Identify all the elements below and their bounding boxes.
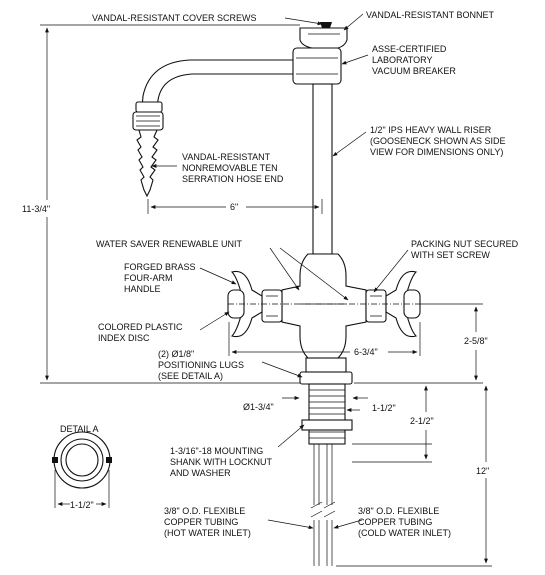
dim-handle-height: 2-5/8" [464,336,488,346]
label-handle: FORGED BRASS FOUR-ARM HANDLE [124,262,198,294]
locknut [301,419,353,431]
leader-lines [151,13,409,530]
label-hose-end: VANDAL-RESISTANT NONREMOVABLE TEN SERRAT… [182,152,284,184]
label-water-saver: WATER SAVER RENEWABLE UNIT [96,239,243,249]
dim-overall-height: 11-3/4" [22,204,50,214]
dim-handle-span: 6-3/4" [354,347,378,357]
dim-spout-reach: 6" [230,202,238,212]
riser-pipe [312,83,333,255]
label-detail-a: DETAIL A [60,424,99,434]
bonnet [299,27,348,49]
valve-body [281,253,367,359]
faucet-body [132,22,421,566]
gooseneck-spout [141,59,293,109]
dimension-lines [40,24,492,567]
label-hot-tubing: 3/8" O.D. FLEXIBLE COPPER TUBING (HOT WA… [164,506,251,538]
serrated-hose-end [136,129,159,198]
label-index-disc: COLORED PLASTIC INDEX DISC [98,322,185,343]
dim-shank-flat: 1-1/2" [372,403,396,413]
dim-tubing-length: 12" [476,466,489,476]
cover-screw [320,22,332,28]
label-riser: 1/2" IPS HEAVY WALL RISER (GOOSENECK SHO… [370,125,508,157]
label-packing-nut: PACKING NUT SECURED WITH SET SCREW [411,239,521,260]
label-mounting-shank: 1-3/16"-18 MOUNTING SHANK WITH LOCKNUT A… [170,446,274,478]
dim-shank-diameter: Ø1-3/4" [243,402,274,412]
copper-tubing [310,444,336,566]
vacuum-breaker [292,47,342,85]
detail-a-view [52,431,112,489]
label-cold-tubing: 3/8" O.D. FLEXIBLE COPPER TUBING (COLD W… [358,506,451,538]
label-bonnet: VANDAL-RESISTANT BONNET [366,10,495,20]
flange [299,371,353,385]
label-positioning-lugs: (2) Ø1/8" POSITIONING LUGS (SEE DETAIL A… [158,349,247,381]
label-cover-screws: VANDAL-RESISTANT COVER SCREWS [92,13,257,23]
dim-shank-length: 2-1/2" [410,416,434,426]
dim-detail-width: 1-1/2" [70,500,94,510]
label-vacuum-breaker: ASSE-CERTIFIED LABORATORY VACUUM BREAKER [372,44,456,76]
